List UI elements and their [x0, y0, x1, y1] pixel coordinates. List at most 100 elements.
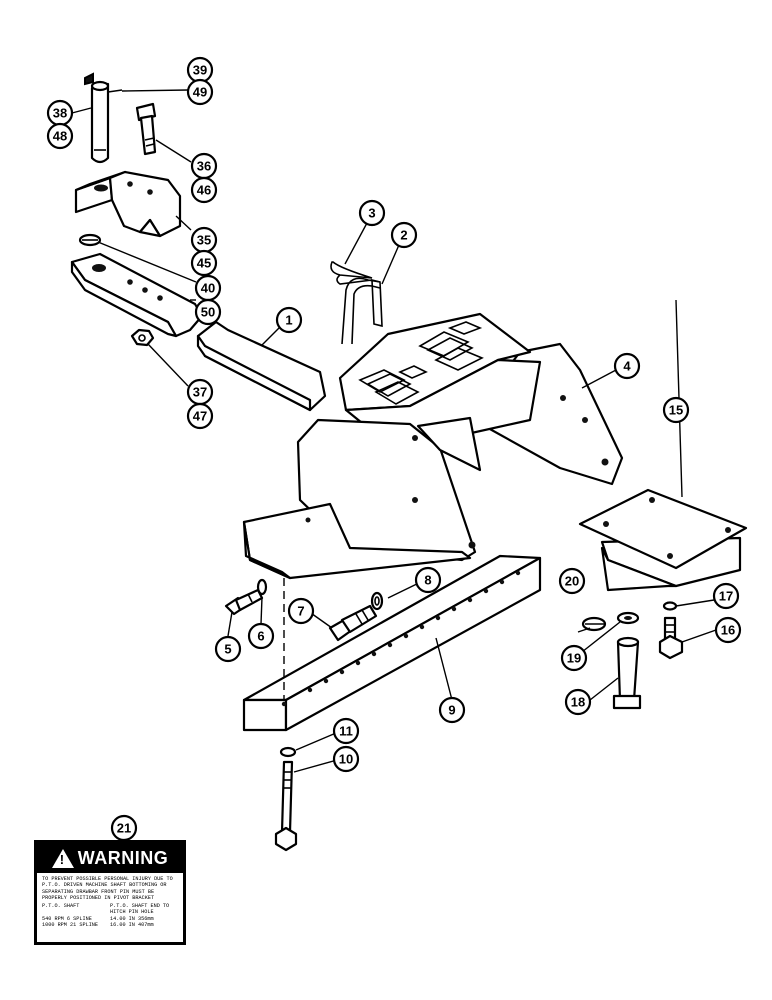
- washer-19: [616, 611, 640, 625]
- callout-37: 37: [186, 378, 214, 406]
- callout-8-label: 8: [424, 573, 431, 588]
- nut-11: [279, 746, 297, 758]
- callout-39: 39: [186, 56, 214, 84]
- warning-header: ! WARNING: [37, 843, 183, 873]
- spring-clip: [78, 233, 102, 247]
- callout-15-label: 15: [669, 403, 683, 418]
- bolt-7: [328, 604, 378, 642]
- callout-47-label: 47: [193, 409, 207, 424]
- callout-37-label: 37: [193, 385, 207, 400]
- warning-body: TO PREVENT POSSIBLE PERSONAL INJURY DUE …: [37, 873, 183, 931]
- warning-text: TO PREVENT POSSIBLE PERSONAL INJURY DUE …: [42, 876, 173, 901]
- spring-clip-20: [581, 616, 607, 632]
- callout-16: 16: [714, 616, 742, 644]
- clevis: [74, 170, 182, 238]
- callout-49-label: 49: [193, 85, 207, 100]
- callout-38: 38: [46, 99, 74, 127]
- pin-18: [612, 636, 642, 710]
- callout-49: 49: [186, 78, 214, 106]
- warning-triangle-icon: !: [51, 848, 74, 868]
- callout-17: 17: [712, 582, 740, 610]
- bolt-36: [135, 102, 157, 156]
- callout-36-label: 36: [197, 159, 211, 174]
- callout-20: 20: [558, 567, 586, 595]
- drawbar-rear: [196, 320, 327, 412]
- spec-row2-right: 16.00 IN 407mm: [110, 922, 154, 929]
- warning-decal: ! WARNING TO PREVENT POSSIBLE PERSONAL I…: [34, 840, 186, 945]
- callout-35-label: 35: [197, 233, 211, 248]
- warning-spec-table: P.T.O. SHAFT P.T.O. SHAFT END TO HITCH P…: [42, 903, 178, 928]
- callout-39-label: 39: [193, 63, 207, 78]
- drawbar-support: [242, 554, 542, 732]
- hitch-pin: [84, 72, 123, 164]
- callout-47: 47: [186, 402, 214, 430]
- callout-19-label: 19: [567, 651, 581, 666]
- callout-45: 45: [190, 249, 218, 277]
- callout-16-label: 16: [721, 623, 735, 638]
- washer-8: [370, 591, 384, 611]
- callout-1: 1: [275, 306, 303, 334]
- callout-40: 40: [194, 274, 222, 302]
- callout-6-label: 6: [257, 629, 264, 644]
- callout-10: 10: [332, 745, 360, 773]
- callout-38-label: 38: [53, 106, 67, 121]
- plate-block: [578, 488, 748, 592]
- callout-7-label: 7: [297, 604, 304, 619]
- callout-9: 9: [438, 696, 466, 724]
- callout-9-label: 9: [448, 703, 455, 718]
- callout-45-label: 45: [197, 256, 211, 271]
- callout-5-label: 5: [224, 642, 231, 657]
- callout-7: 7: [287, 597, 315, 625]
- callout-4: 4: [613, 352, 641, 380]
- callout-35: 35: [190, 226, 218, 254]
- callout-46: 46: [190, 176, 218, 204]
- spec-row1-right: 14.00 IN 356mm: [110, 915, 154, 922]
- callout-4-label: 4: [623, 359, 631, 374]
- callout-50: 50: [194, 298, 222, 326]
- callout-46-label: 46: [197, 183, 211, 198]
- callout-21-label: 21: [117, 821, 131, 836]
- callout-6: 6: [247, 622, 275, 650]
- spec-col-right-header: P.T.O. SHAFT END TO HITCH PIN HOLE: [110, 903, 170, 916]
- bolt-5: [224, 588, 264, 616]
- callout-36: 36: [190, 152, 218, 180]
- callout-2: 2: [390, 221, 418, 249]
- callout-48-label: 48: [53, 129, 67, 144]
- callout-20-label: 20: [565, 574, 579, 589]
- spec-row1-left: 540 RPM 6 SPLINE: [42, 915, 92, 922]
- callout-18: 18: [564, 688, 592, 716]
- callout-11: 11: [332, 717, 360, 745]
- callout-11-label: 11: [339, 724, 353, 739]
- callout-3: 3: [358, 199, 386, 227]
- nut-17: [662, 601, 678, 611]
- callout-17-label: 17: [719, 589, 733, 604]
- callout-10-label: 10: [339, 752, 353, 767]
- u-pin: [341, 277, 383, 345]
- spec-col-left-header: P.T.O. SHAFT: [42, 903, 80, 910]
- callout-48: 48: [46, 122, 74, 150]
- warning-title: WARNING: [77, 847, 169, 868]
- callout-1-label: 1: [285, 313, 292, 328]
- callout-19: 19: [560, 644, 588, 672]
- callout-18-label: 18: [571, 695, 585, 710]
- bolt-16: [658, 616, 684, 660]
- spec-row2-left: 1000 RPM 21 SPLINE: [42, 922, 99, 929]
- pivot-bracket: [242, 312, 624, 580]
- callout-15: 15: [662, 396, 690, 424]
- bolt-10: [274, 760, 298, 852]
- callout-50-label: 50: [201, 305, 215, 320]
- washer-6: [256, 578, 268, 596]
- tread-pattern: [358, 321, 484, 405]
- warning-exclamation: !: [59, 851, 65, 867]
- hair-pin-clip: [330, 261, 373, 285]
- support-holes: [281, 570, 521, 707]
- callout-8: 8: [414, 566, 442, 594]
- callout-40-label: 40: [201, 281, 215, 296]
- nut-37: [130, 328, 155, 347]
- callout-3-label: 3: [368, 206, 375, 221]
- callout-21: 21: [110, 814, 138, 842]
- drawbar-front: [70, 252, 204, 338]
- callout-5: 5: [214, 635, 242, 663]
- callout-2-label: 2: [400, 228, 407, 243]
